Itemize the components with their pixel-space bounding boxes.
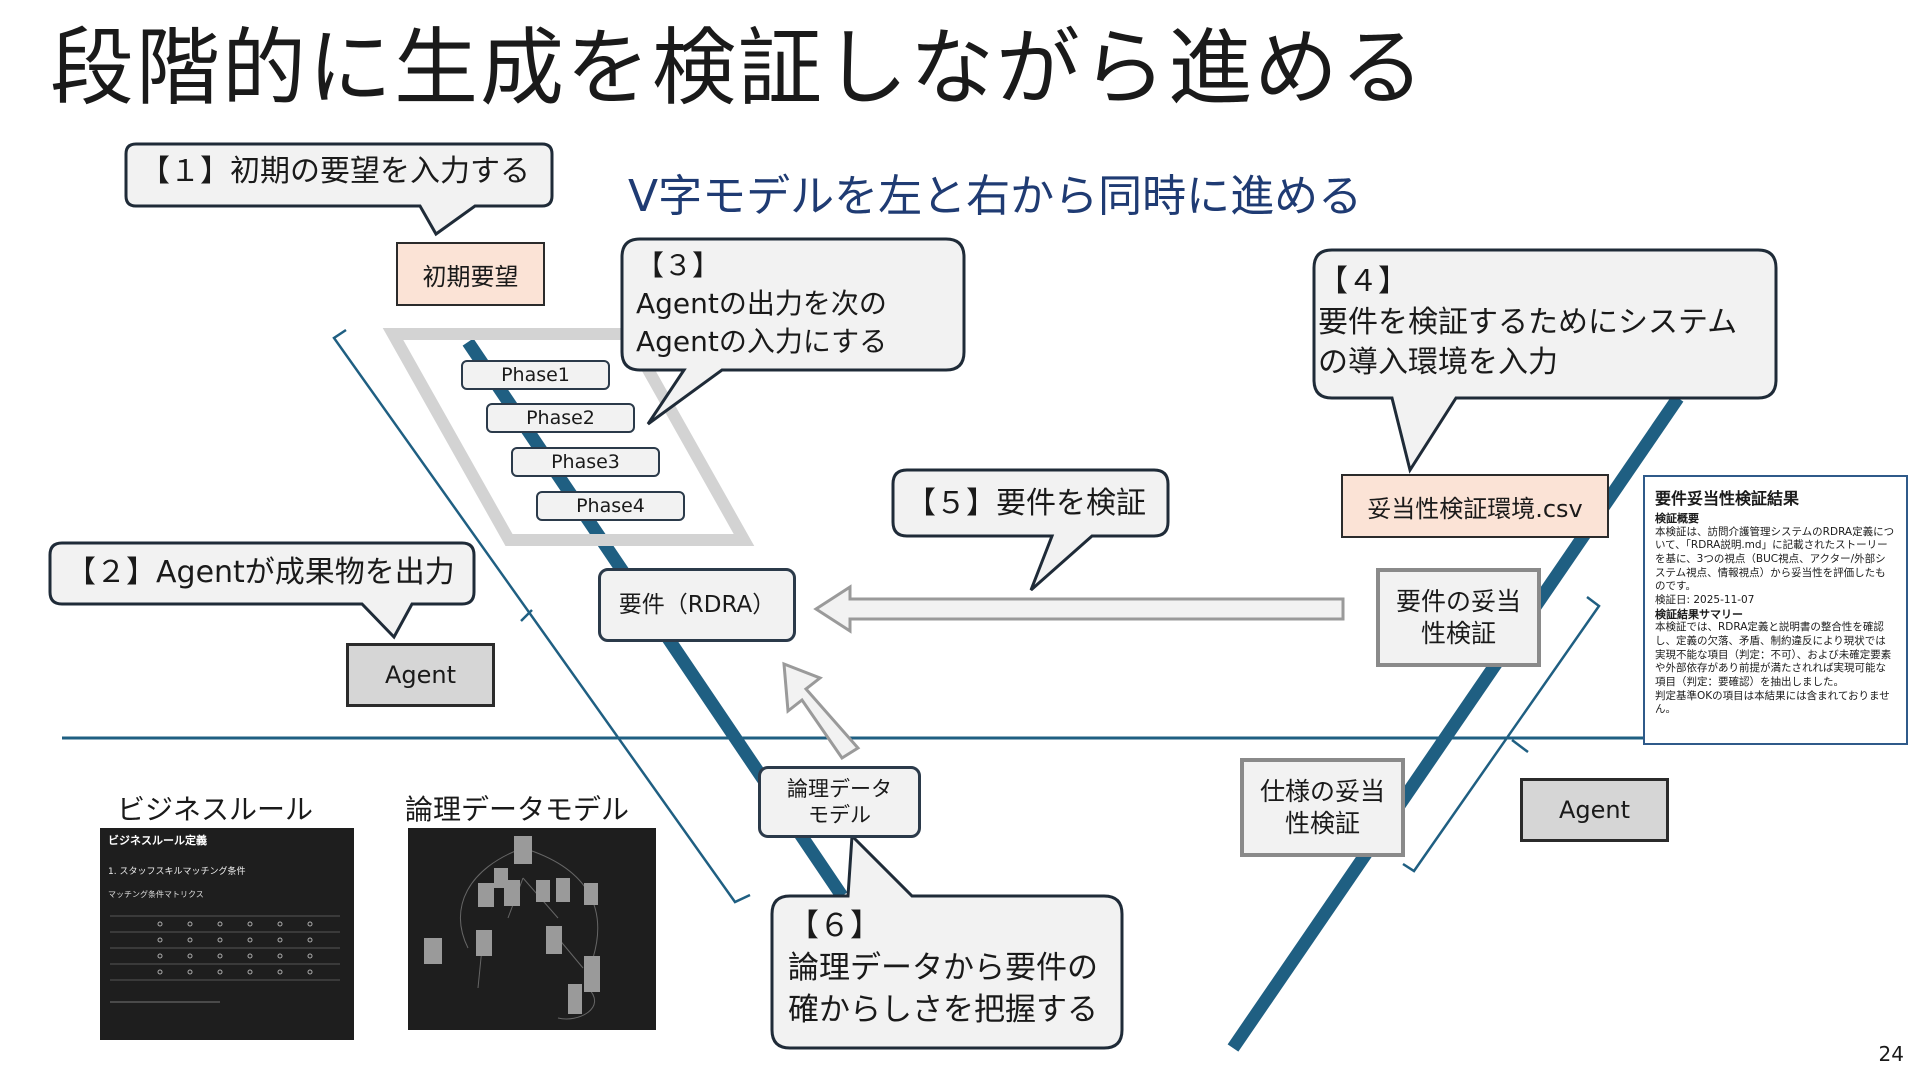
callout-1: [124, 142, 554, 237]
result-summary-title: 検証概要: [1655, 512, 1699, 525]
erd-graphic: [424, 836, 600, 1020]
callout-6-text: 【６】 論理データから要件の 確からしさを把握する: [788, 908, 1098, 1028]
trace-arrow: [782, 661, 861, 761]
page-number: 24: [1878, 1042, 1904, 1066]
phase-3-box: Phase3: [511, 447, 660, 477]
callout-4: [1312, 248, 1778, 474]
callout-4-text: 【４】 要件を検証するためにシステム の導入環境を入力: [1318, 264, 1738, 380]
result-heading: 要件妥当性検証結果: [1655, 489, 1800, 508]
callout-3-text: 【３】 Agentの出力を次の Agentの入力にする: [636, 249, 888, 358]
verify-arrow: [813, 584, 1345, 634]
logical-data-model-box: 論理データ モデル: [758, 766, 921, 838]
thumb-table-title: マッチング条件マトリクス: [108, 890, 204, 899]
callout-2-text: 【２】Agentが成果物を出力: [66, 555, 455, 590]
spec-validity-box: 仕様の妥当 性検証: [1240, 758, 1405, 857]
result-result-title: 検証結果サマリー: [1655, 607, 1743, 621]
business-rule-thumbnail: ビジネスルール定義 1. スタッフスキルマッチング条件 マッチング条件マトリクス: [100, 828, 354, 1040]
phase-frame: [382, 328, 755, 546]
result-summary-body: 本検証は、訪問介護管理システムのRDRA定義について、「RDRA説明.md」に記…: [1655, 525, 1895, 593]
phase-1-box: Phase1: [461, 360, 610, 390]
validation-result-panel: 要件妥当性検証結果 検証概要 本検証は、訪問介護管理システムのRDRA定義につい…: [1643, 475, 1908, 745]
callout-1-text: 【１】初期の要望を入力する: [140, 154, 530, 189]
callout-3: [620, 237, 966, 426]
logical-model-thumbnail: [408, 828, 656, 1030]
page-title: 段階的に生成を検証しながら進める: [50, 19, 1427, 117]
env-csv-box: 妥当性検証環境.csv: [1341, 474, 1609, 538]
left-bracket: [332, 328, 751, 904]
callout-5-text: 【５】要件を検証: [906, 486, 1146, 521]
result-note: 判定基準OKの項目は本結果には含まれておりません。: [1655, 689, 1890, 716]
initial-request-box: 初期要望: [396, 242, 545, 306]
req-validity-box: 要件の妥当 性検証: [1376, 568, 1541, 667]
phase-2-box: Phase2: [486, 403, 635, 433]
phase-4-box: Phase4: [536, 491, 685, 521]
result-date: 検証日: 2025-11-07: [1655, 593, 1755, 606]
logical-model-label: 論理データモデル: [405, 793, 630, 826]
callout-2: [48, 541, 476, 640]
requirements-rdra-box: 要件（RDRA）: [598, 568, 796, 642]
result-result-body: 本検証では、RDRA定義と説明書の整合性を確認し、定義の欠落、矛盾、制約違反によ…: [1655, 621, 1892, 688]
thumb-table-graphic: [110, 915, 340, 1003]
agent-right-box: Agent: [1520, 778, 1669, 842]
callout-5: [891, 468, 1170, 592]
thumb-heading: ビジネスルール定義: [108, 834, 207, 847]
thumb-section: 1. スタッフスキルマッチング条件: [108, 867, 246, 877]
subtitle: V字モデルを左と右から同時に進める: [628, 171, 1363, 222]
agent-left-box: Agent: [346, 643, 495, 707]
business-rule-label: ビジネスルール: [117, 793, 314, 826]
callout-6: [770, 832, 1124, 1050]
right-bracket: [1402, 596, 1601, 873]
